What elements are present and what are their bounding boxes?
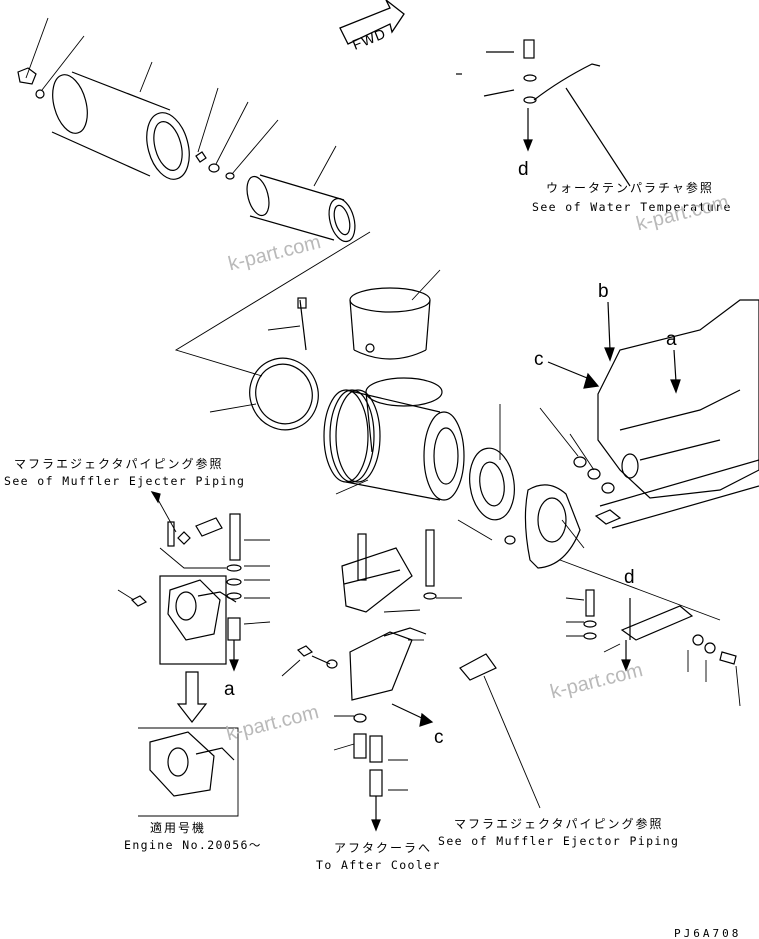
fwd-arrow-icon: [339, 0, 405, 45]
ref-a-left: a: [224, 679, 235, 700]
ref-d-right: d: [624, 567, 635, 588]
mounting-nuts-icon: [504, 456, 615, 545]
engine-number: Engine No.20056～: [124, 838, 262, 852]
ref-c-engine: c: [534, 349, 544, 370]
muffler-ejector-en: See of Muffler Ejector Piping: [438, 834, 680, 848]
aftercooler-en: To After Cooler: [316, 858, 441, 872]
water-temp-jp: ウォータテンパラチャ参照: [546, 181, 714, 195]
muffler-ejector-jp: マフラエジェクタパイピング参照: [454, 817, 664, 831]
bracket-assembly-center-icon: [281, 529, 541, 832]
applicable-jp: 適用号機: [150, 821, 207, 835]
wire-strap-icon: [456, 39, 631, 187]
dust-cap-icon: [349, 287, 431, 360]
ref-b: b: [598, 281, 609, 302]
ref-c-center: c: [434, 727, 444, 748]
leader-lines: [25, 17, 595, 549]
outer-filter-element-icon: [51, 71, 190, 180]
gasket-icon: [469, 447, 515, 521]
drawing-code: PJ6A708: [674, 927, 742, 939]
muffler-ejecter-jp: マフラエジェクタパイピング参照: [14, 457, 224, 471]
reference-arrows: [547, 301, 681, 394]
aftercooler-jp: アフタクーラへ: [334, 841, 433, 855]
variant-bracket-icon: [138, 727, 239, 817]
engine-block-icon: [594, 299, 759, 529]
muffler-ejecter-en: See of Muffler Ejecter Piping: [4, 474, 246, 488]
bracket-assembly-right-icon: [559, 559, 741, 707]
variant-arrow-icon: [176, 671, 208, 723]
clamp-band-icon: [249, 297, 319, 431]
ref-a-engine: a: [666, 329, 677, 350]
inner-filter-element-icon: [246, 174, 356, 243]
clamp-bolt-icon: [17, 67, 235, 180]
outlet-elbow-icon: [524, 484, 581, 569]
air-cleaner-body-icon: [323, 377, 465, 501]
water-temp-en: See of Water Temperature: [532, 200, 732, 214]
ref-d-top: d: [518, 159, 529, 180]
bracket-assembly-left-icon: [117, 491, 271, 672]
assembly-bracket-line: [174, 231, 371, 377]
